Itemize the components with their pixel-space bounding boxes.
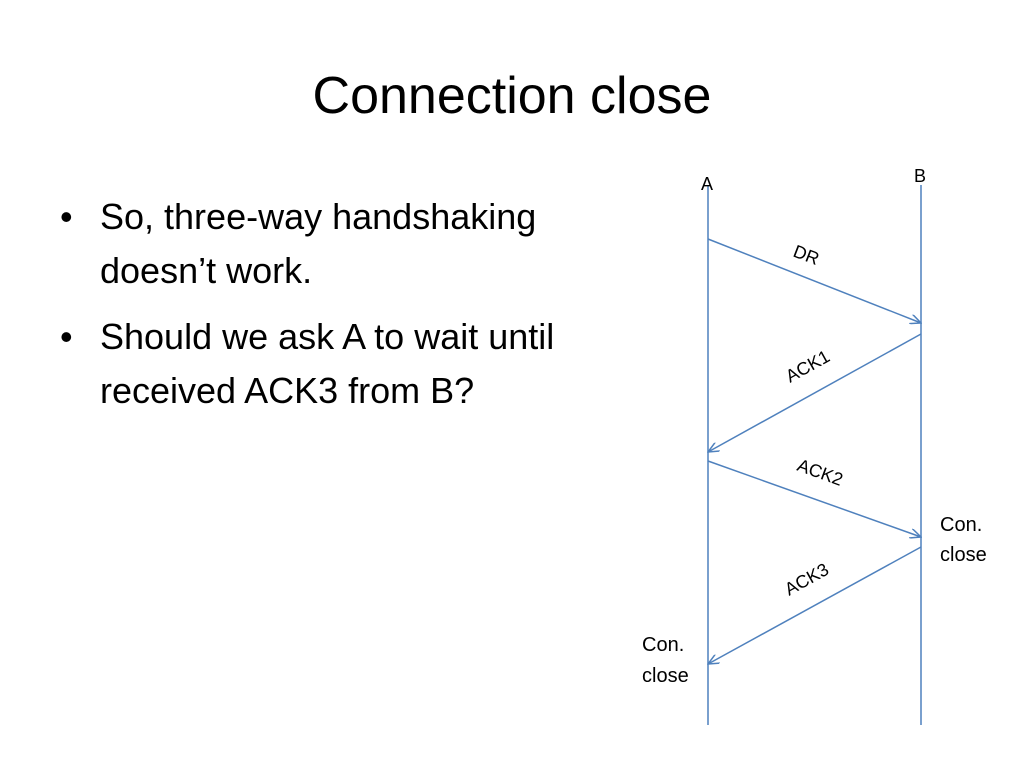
close-note-b-line2: close bbox=[940, 544, 987, 566]
message-arrow-dr bbox=[707, 238, 921, 323]
message-label-ack1: ACK1 bbox=[782, 346, 833, 386]
bullet-dot-icon: • bbox=[60, 316, 73, 357]
close-note-a-line2: close bbox=[642, 665, 689, 687]
message-label-dr: DR bbox=[791, 241, 822, 269]
message-arrow-ack2 bbox=[707, 460, 921, 537]
host-label-b: B bbox=[914, 166, 926, 186]
bullet-text: So, three-way handshaking doesn’t work. bbox=[100, 196, 537, 291]
close-note-a-line1: Con. bbox=[642, 634, 684, 656]
message-label-ack2: ACK2 bbox=[795, 455, 846, 490]
close-note-b-line1: Con. bbox=[940, 514, 982, 536]
host-label-a: A bbox=[701, 174, 713, 194]
bullet-item: • So, three-way handshaking doesn’t work… bbox=[58, 190, 598, 298]
bullet-list: • So, three-way handshaking doesn’t work… bbox=[58, 190, 598, 430]
bullet-text: Should we ask A to wait until received A… bbox=[100, 316, 555, 411]
message-arrow-ack3 bbox=[708, 546, 922, 664]
message-label-ack3: ACK3 bbox=[781, 559, 832, 599]
bullet-item: • Should we ask A to wait until received… bbox=[58, 310, 598, 418]
message-arrow-ack1 bbox=[708, 333, 922, 452]
slide-title: Connection close bbox=[312, 67, 712, 125]
bullet-dot-icon: • bbox=[60, 196, 73, 237]
